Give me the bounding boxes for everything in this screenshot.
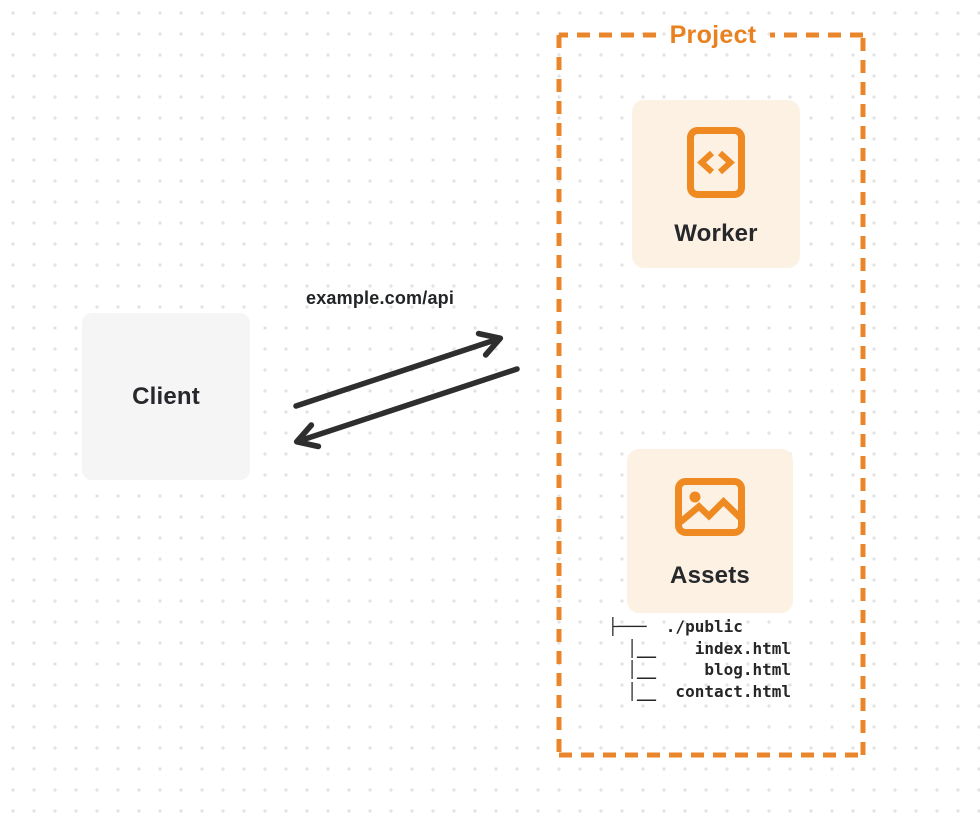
project-group-label: Project <box>669 21 757 49</box>
request-arrow <box>293 330 504 409</box>
worker-node: Worker <box>632 100 800 268</box>
worker-label: Worker <box>674 220 758 247</box>
assets-label: Assets <box>670 562 750 589</box>
project-boundary <box>556 32 866 758</box>
assets-node: Assets <box>627 449 793 613</box>
response-arrow <box>293 366 520 450</box>
assets-file-tree: ├─── ./public │__ index.html │__ blog.ht… <box>608 617 792 701</box>
request-url-label: example.com/api <box>306 288 455 308</box>
code-file-icon <box>687 127 745 198</box>
image-icon <box>675 478 745 536</box>
client-node: Client <box>82 313 250 480</box>
client-label: Client <box>132 382 200 410</box>
